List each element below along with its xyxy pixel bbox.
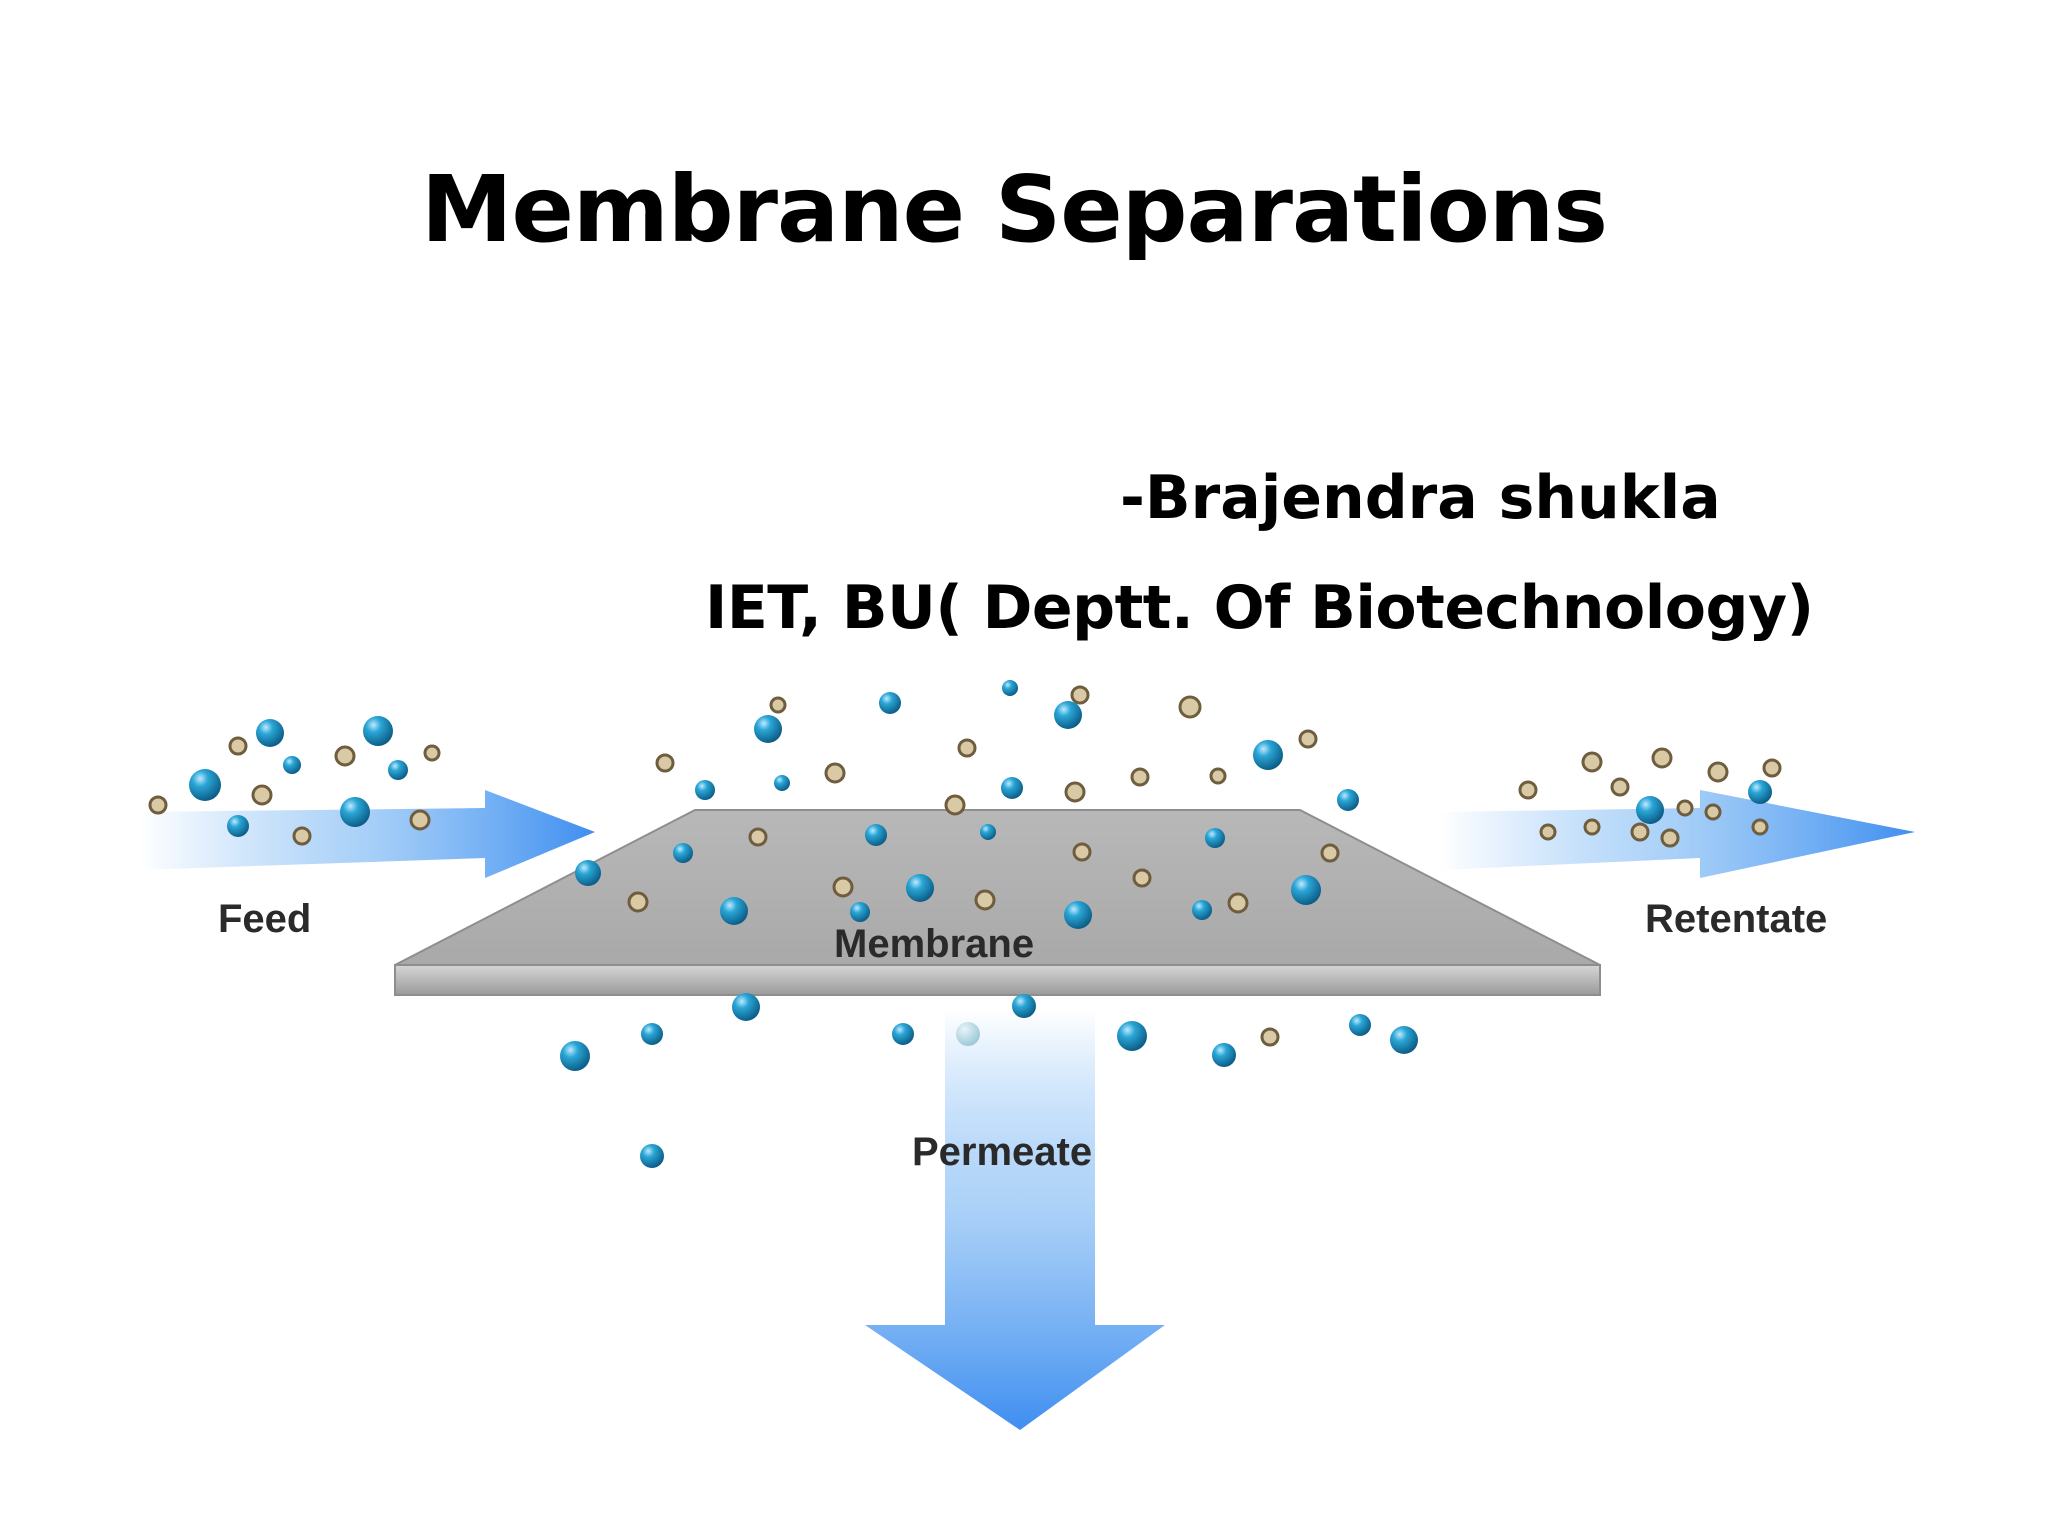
feed-label: Feed: [218, 897, 311, 941]
feed-arrow: [140, 790, 595, 878]
author-affiliation: IET, BU( Deptt. Of Biotechnology): [705, 573, 1814, 643]
author-name: -Brajendra shukla: [1120, 463, 1721, 533]
slide-title: Membrane Separations: [420, 156, 1608, 263]
permeate-label: Permeate: [912, 1130, 1092, 1174]
small-particles: [189, 680, 1772, 1168]
membrane-label: Membrane: [834, 922, 1034, 966]
membrane-slab: [394, 809, 1601, 996]
permeate-arrow: [865, 1010, 1165, 1430]
retentate-label: Retentate: [1645, 897, 1827, 941]
large-particles: [148, 685, 1782, 1047]
